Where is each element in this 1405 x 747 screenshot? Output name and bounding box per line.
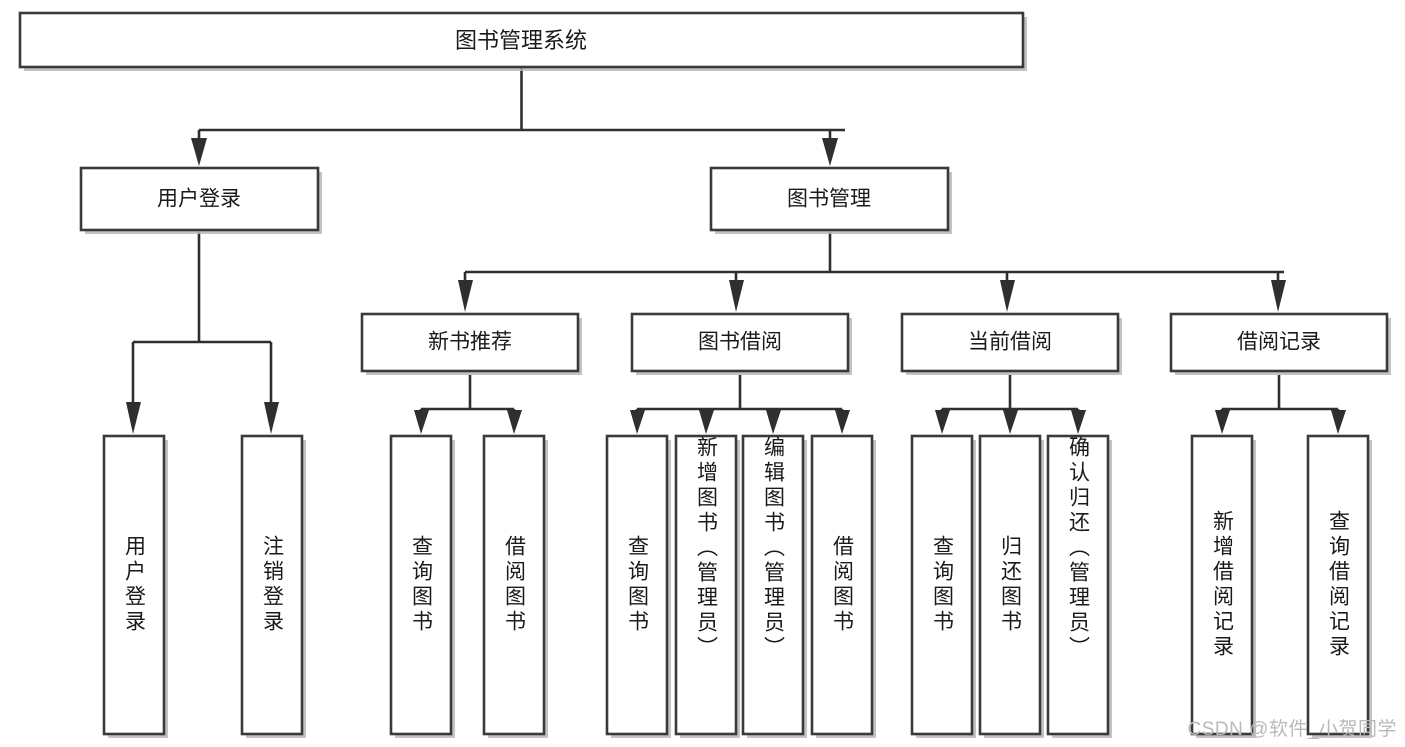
arrow-root-to-user-login bbox=[191, 138, 207, 166]
node-layer: 图书管理系统 用户登录 图书管理 新书推荐 图书借阅 当前借阅 借阅记录 bbox=[18, 11, 1391, 738]
leaf-user-login-1[interactable] bbox=[102, 434, 166, 736]
arrow-currentborrow-leaf-2 bbox=[1003, 410, 1018, 434]
leaf-new-book-2[interactable] bbox=[482, 434, 546, 736]
arrow-currentborrow-leaf-3 bbox=[1071, 410, 1086, 434]
node-book-management[interactable] bbox=[709, 166, 950, 232]
leaf-borrow-record-2[interactable] bbox=[1306, 434, 1370, 736]
node-current-borrow-label: 当前借阅 bbox=[968, 331, 1052, 354]
leaf-book-borrow-1[interactable] bbox=[605, 434, 669, 736]
leaf-user-login-2[interactable] bbox=[240, 434, 304, 736]
node-user-login[interactable] bbox=[79, 166, 320, 232]
node-book-borrow[interactable] bbox=[630, 312, 850, 373]
arrow-newbook-leaf-1 bbox=[414, 410, 429, 434]
arrow-bookmgmt-child-1 bbox=[458, 280, 473, 312]
node-book-borrow-label: 图书借阅 bbox=[698, 331, 782, 354]
arrow-bookborrow-leaf-3 bbox=[766, 410, 781, 434]
leaf-new-book-1[interactable] bbox=[389, 434, 453, 736]
csdn-watermark: CSDN @软件_小贺同学 bbox=[1187, 719, 1397, 740]
node-borrow-record-label: 借阅记录 bbox=[1237, 331, 1321, 354]
leaf-book-borrow-2[interactable] bbox=[674, 434, 738, 736]
arrow-userlogin-leaf-2 bbox=[264, 402, 279, 434]
node-current-borrow[interactable] bbox=[900, 312, 1120, 373]
arrow-userlogin-leaf-1 bbox=[126, 402, 141, 434]
arrow-bookmgmt-child-4 bbox=[1271, 280, 1286, 312]
node-user-login-label: 用户登录 bbox=[157, 188, 241, 211]
arrow-borrowrecord-leaf-1 bbox=[1215, 410, 1230, 434]
arrow-newbook-leaf-2 bbox=[507, 410, 522, 434]
arrow-bookmgmt-child-3 bbox=[1000, 280, 1015, 312]
arrow-bookmgmt-child-2 bbox=[729, 280, 744, 312]
arrow-bookborrow-leaf-1 bbox=[630, 410, 645, 434]
leaf-current-borrow-1[interactable] bbox=[910, 434, 974, 736]
node-new-book-recommend-label: 新书推荐 bbox=[428, 331, 512, 354]
node-new-book-recommend[interactable] bbox=[360, 312, 580, 373]
leaf-book-borrow-3[interactable] bbox=[741, 434, 805, 736]
leaf-borrow-record-1[interactable] bbox=[1190, 434, 1254, 736]
node-root[interactable] bbox=[18, 11, 1025, 69]
arrow-bookborrow-leaf-4 bbox=[835, 410, 850, 434]
arrow-bookborrow-leaf-2 bbox=[699, 410, 714, 434]
connector-layer bbox=[126, 67, 1346, 434]
node-borrow-record[interactable] bbox=[1169, 312, 1389, 373]
arrow-currentborrow-leaf-1 bbox=[935, 410, 950, 434]
leaf-current-borrow-2[interactable] bbox=[978, 434, 1042, 736]
arrow-root-to-book-mgmt bbox=[822, 138, 838, 166]
leaf-book-borrow-4[interactable] bbox=[810, 434, 874, 736]
node-book-management-label: 图书管理 bbox=[787, 188, 871, 211]
node-root-label: 图书管理系统 bbox=[455, 28, 587, 53]
leaf-current-borrow-3[interactable] bbox=[1046, 434, 1110, 736]
arrow-borrowrecord-leaf-2 bbox=[1331, 410, 1346, 434]
